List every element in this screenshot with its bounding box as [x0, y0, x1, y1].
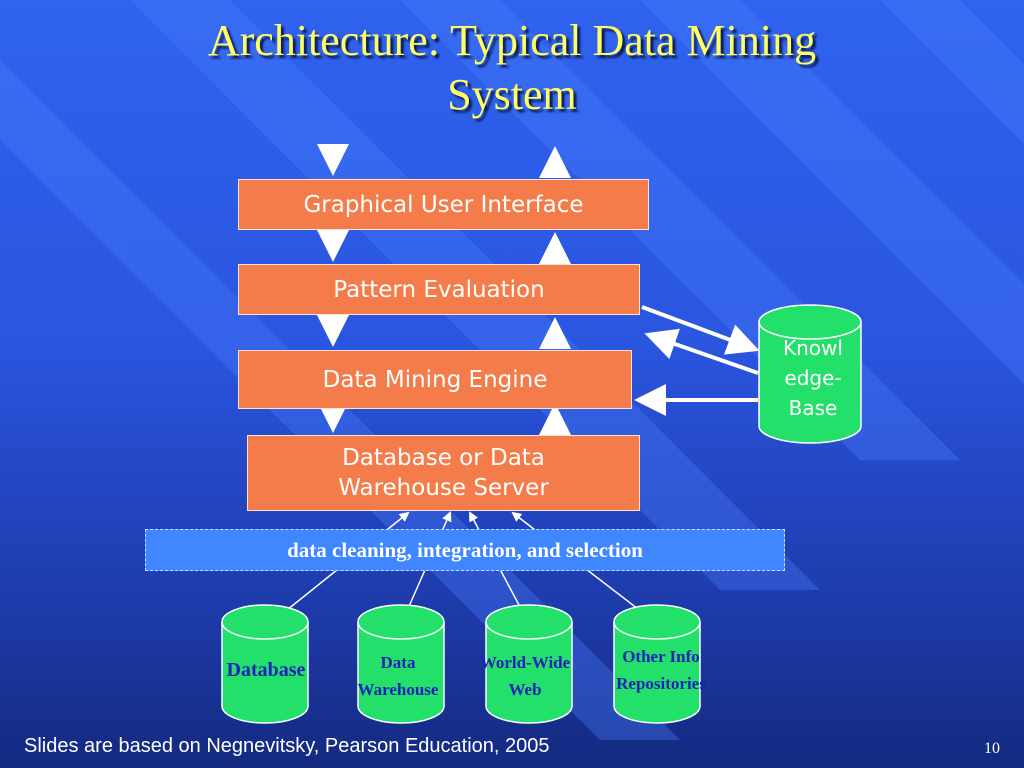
database-label: Database [210, 659, 322, 682]
server-label-line-2: Warehouse Server [338, 475, 549, 501]
slide-footer: Slides are based on Negnevitsky, Pearson… [24, 735, 550, 757]
data-warehouse-cylinder [357, 604, 445, 724]
web-line-2: Web [508, 680, 542, 699]
database-label-text: Database [226, 659, 306, 681]
server-label-line-1: Database or Data [342, 445, 545, 471]
web-line-1: World-Wide [479, 653, 571, 672]
world-wide-web-label: World-Wide Web [460, 649, 590, 703]
other-line-1: Other Info [622, 647, 700, 666]
kb-line-2: edge- [784, 366, 842, 390]
knowledge-base-cylinder [758, 304, 862, 444]
data-mining-engine-box: Data Mining Engine [238, 350, 632, 409]
cleaning-label: data cleaning, integration, and selectio… [287, 537, 643, 562]
title-line-1: Architecture: Typical Data Mining [207, 16, 817, 65]
database-server-box: Database or Data Warehouse Server [247, 435, 640, 511]
page-number: 10 [984, 740, 1000, 757]
slide-title: Architecture: Typical Data Mining System [0, 14, 1024, 122]
gui-label: Graphical User Interface [303, 191, 584, 218]
other-line-2: Repositories [616, 674, 706, 693]
other-repositories-label: Other Info Repositories [596, 643, 726, 697]
warehouse-line-2: Warehouse [357, 680, 439, 699]
arrow-kb-to-pattern [644, 328, 759, 375]
title-line-2: System [447, 70, 577, 119]
kb-line-3: Base [788, 396, 838, 420]
pattern-evaluation-box: Pattern Evaluation [238, 264, 640, 315]
database-cylinder [221, 604, 309, 724]
gui-box: Graphical User Interface [238, 179, 649, 230]
warehouse-line-1: Data [380, 653, 416, 672]
knowledge-base-label: Knowl edge- Base [772, 333, 854, 423]
other-repositories-cylinder [613, 604, 701, 724]
engine-label: Data Mining Engine [322, 366, 548, 393]
arrow-pattern-to-kb [641, 305, 760, 355]
world-wide-web-cylinder [485, 604, 573, 724]
data-cleaning-bar: data cleaning, integration, and selectio… [145, 529, 785, 571]
kb-line-1: Knowl [783, 336, 843, 360]
pattern-evaluation-label: Pattern Evaluation [333, 276, 545, 303]
data-warehouse-label: Data Warehouse [336, 649, 460, 703]
